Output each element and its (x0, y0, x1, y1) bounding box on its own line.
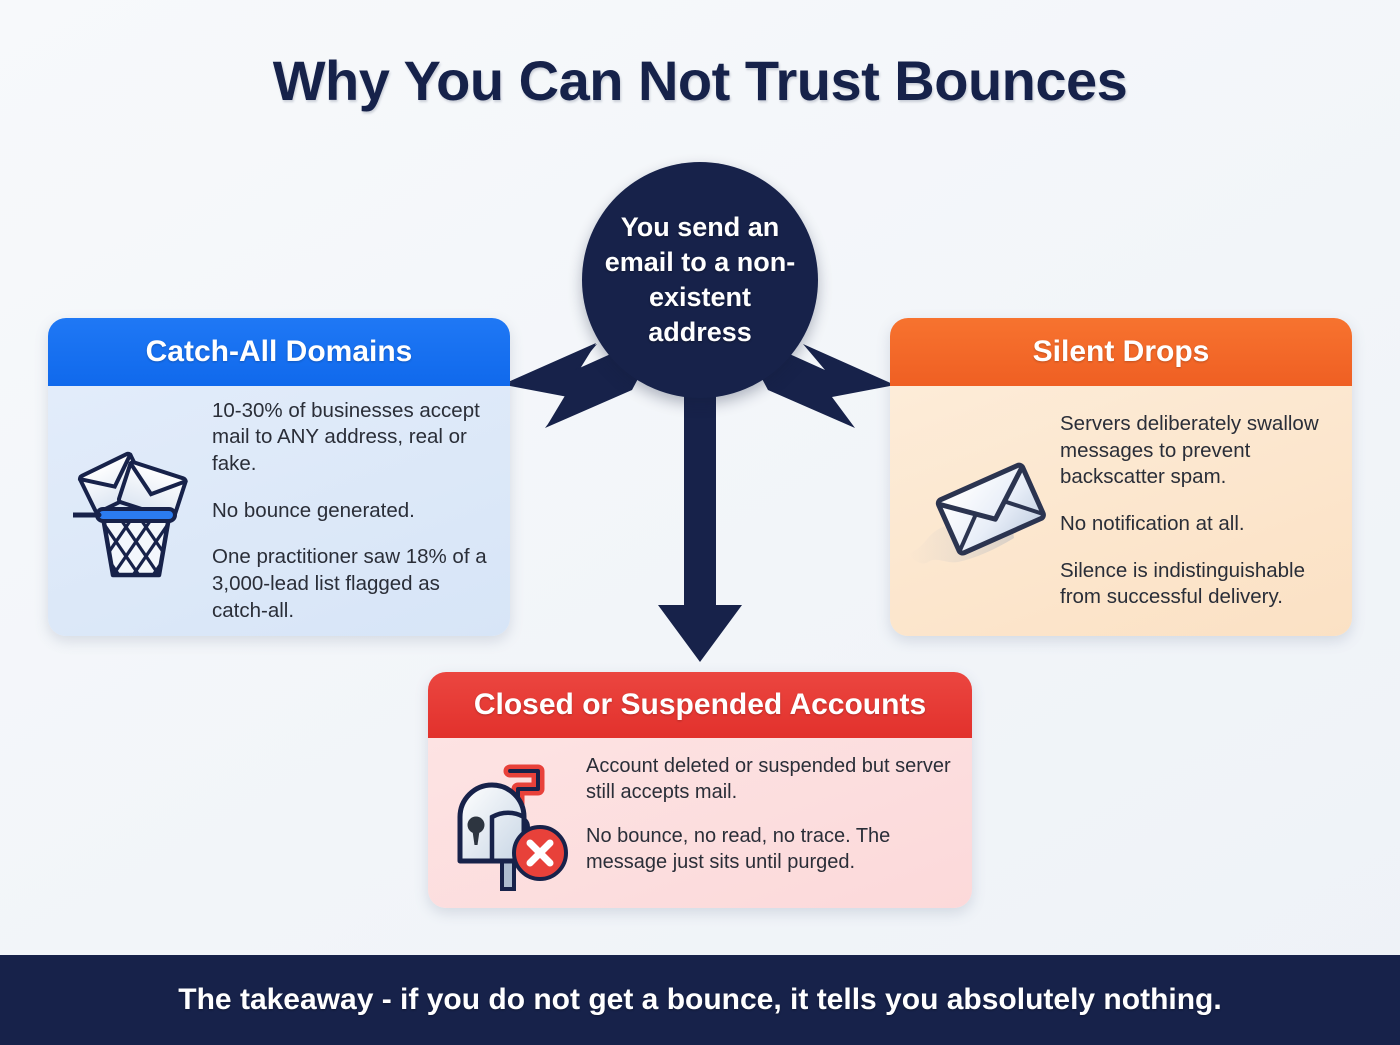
locked-mailbox-with-x-icon (442, 755, 582, 891)
catch-all-para-1: 10-30% of businesses accept mail to ANY … (212, 398, 480, 476)
catch-all-para-2: No bounce generated. (212, 498, 415, 522)
card-closed-or-suspended-accounts[interactable]: Closed or Suspended Accounts (428, 672, 972, 908)
silent-drops-para-2: No notification at all. (1060, 512, 1245, 535)
card-catch-all-domains[interactable]: Catch-All Domains (48, 318, 510, 636)
hub-circle: You send an email to a non-existent addr… (582, 162, 818, 398)
closed-accounts-para-2: No bounce, no read, no trace. The messag… (586, 825, 891, 873)
card-silent-drops[interactable]: Silent Drops (890, 318, 1352, 636)
takeaway-banner: The takeaway - if you do not get a bounc… (0, 955, 1400, 1045)
catch-all-para-3: One practitioner saw 18% of a 3,000-lead… (212, 545, 487, 622)
card-silent-drops-body: Servers deliberately swallow messages to… (890, 386, 1352, 636)
takeaway-text: The takeaway - if you do not get a bounc… (178, 983, 1222, 1016)
card-closed-accounts-body: Account deleted or suspended but server … (428, 738, 972, 908)
card-silent-drops-header: Silent Drops (890, 318, 1352, 386)
page-title: Why You Can Not Trust Bounces (272, 49, 1128, 112)
card-catch-all-text: 10-30% of businesses accept mail to ANY … (206, 398, 496, 624)
card-closed-accounts-text: Account deleted or suspended but server … (582, 753, 960, 893)
arrow-to-closed-accounts (658, 365, 742, 662)
silent-drops-para-3: Silence is indistinguishable from succes… (1060, 558, 1306, 609)
card-closed-accounts-header: Closed or Suspended Accounts (428, 672, 972, 738)
silent-drops-para-1: Servers deliberately swallow messages to… (1060, 412, 1319, 489)
wastebasket-with-envelopes-icon (66, 441, 206, 581)
flying-envelope-icon (900, 446, 1060, 576)
card-catch-all-header: Catch-All Domains (48, 318, 510, 386)
closed-accounts-para-1: Account deleted or suspended but server … (586, 755, 951, 803)
hub-label: You send an email to a non-existent addr… (604, 211, 796, 348)
card-catch-all-body: 10-30% of businesses accept mail to ANY … (48, 386, 510, 636)
card-silent-drops-text: Servers deliberately swallow messages to… (1060, 411, 1336, 611)
